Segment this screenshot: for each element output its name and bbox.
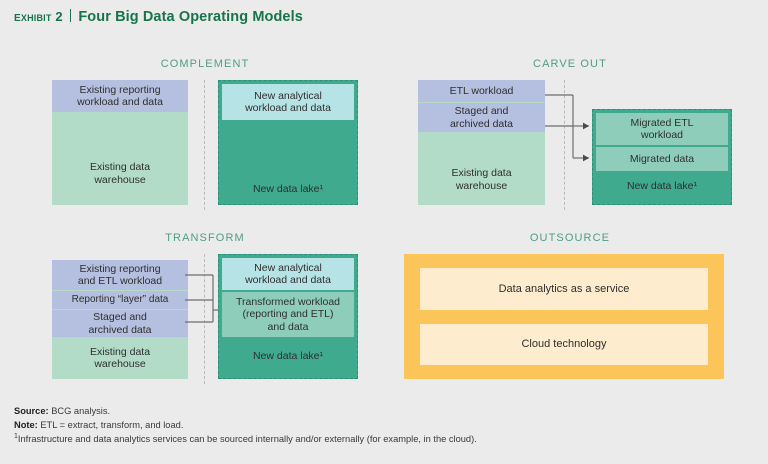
band-reporting-layer-data: Reporting “layer” data [52,290,188,309]
title-separator [69,9,72,22]
band-new-analytical-workload: New analytical workload and data [222,258,354,290]
band-staged-archived-data: Staged and archived data [418,102,545,132]
outsource-item-data-analytics-service[interactable]: Data analytics as a service [420,268,708,310]
band-migrated-etl-workload: Migrated ETL workload [596,113,728,145]
outsource-item-cloud-technology[interactable]: Cloud technology [420,323,708,365]
footnotes: Source: BCG analysis. Note: ETL = extrac… [14,404,477,446]
band-label: New analytical workload and data [245,261,331,286]
footnote-one-text: Infrastructure and data analytics servic… [17,434,477,445]
footnote-note: Note: ETL = extract, transform, and load… [14,418,477,432]
band-existing-data-warehouse: Existing data warehouse [418,132,545,205]
quadrant-carve-out: CARVE OUT ETL workload Staged and archiv… [400,58,740,210]
exhibit-label: Exhibit 2 [14,9,63,25]
band-label: ETL workload [449,84,514,97]
band-label: Existing reporting and ETL workload [77,262,163,287]
footnote-marker: 1 [14,433,18,441]
band-label: Migrated data [629,152,695,165]
exhibit-title-text: Four Big Data Operating Models [78,9,303,25]
band-label: Migrated ETL workload [630,116,694,141]
band-existing-reporting-etl-workload: Existing reporting and ETL workload [52,260,188,290]
band-transformed-workload: Transformed workload (reporting and ETL)… [222,292,354,337]
quadrant-heading-outsource: OUTSOURCE [529,232,611,244]
quadrant-divider [204,254,205,384]
quadrant-transform: TRANSFORM Existing reporting and ETL wor… [40,232,370,384]
band-etl-workload: ETL workload [418,80,545,102]
band-label: Existing data warehouse [451,167,512,192]
band-label: Reporting “layer” data [71,294,169,306]
band-staged-archived-data: Staged and archived data [52,309,188,337]
band-label: Existing reporting workload and data [77,83,163,108]
band-existing-reporting-workload: Existing reporting workload and data [52,80,188,112]
band-label: Existing data warehouse [89,161,151,186]
footnote-source: Source: BCG analysis. [14,404,477,418]
band-label: Transformed workload (reporting and ETL)… [235,295,341,333]
band-label: New data lake¹ [252,182,324,195]
transform-new-data-lake: New analytical workload and data Transfo… [218,254,358,379]
quadrant-divider [204,80,205,210]
band-migrated-data: Migrated data [596,147,728,171]
band-new-data-lake: New data lake¹ [222,120,354,201]
band-existing-data-warehouse: Existing data warehouse [52,337,188,379]
quadrant-heading-transform: TRANSFORM [165,232,245,244]
band-label: Staged and archived data [449,105,514,130]
quadrant-complement: COMPLEMENT Existing reporting workload a… [40,58,370,210]
band-label: New data lake¹ [626,179,698,192]
transform-existing-warehouse: Existing reporting and ETL workload Repo… [52,260,188,379]
quadrant-outsource: OUTSOURCE Data analytics as a service Cl… [400,232,740,382]
quadrant-heading-complement: COMPLEMENT [160,58,250,70]
outsource-item-label: Cloud technology [521,338,607,351]
band-label: New analytical workload and data [245,89,331,114]
band-label: Staged and archived data [88,311,152,336]
band-new-data-lake: New data lake¹ [596,171,728,201]
outsource-container: Data analytics as a service Cloud techno… [404,254,724,379]
complement-new-data-lake: New analytical workload and data New dat… [218,80,358,205]
quadrant-heading-carve-out: CARVE OUT [533,58,607,70]
band-label: New data lake¹ [252,349,324,362]
complement-existing-warehouse: Existing reporting workload and data Exi… [52,80,188,205]
footnote-source-label: Source: [14,406,49,416]
arrowhead-icon [583,122,589,130]
band-existing-data-warehouse: Existing data warehouse [52,112,188,205]
arrowhead-icon [583,154,589,162]
footnote-source-text: BCG analysis. [48,406,111,416]
carveout-new-data-lake: Migrated ETL workload Migrated data New … [592,109,732,205]
carveout-existing-warehouse: ETL workload Staged and archived data Ex… [418,80,545,205]
outsource-item-label: Data analytics as a service [498,282,630,295]
quadrant-divider [564,80,565,210]
band-new-analytical-workload: New analytical workload and data [222,84,354,120]
footnote-one: 1Infrastructure and data analytics servi… [14,432,477,446]
band-new-data-lake: New data lake¹ [222,337,354,375]
footnote-note-text: ETL = extract, transform, and load. [37,420,184,431]
page-title: Exhibit 2 Four Big Data Operating Models [14,8,303,25]
footnote-note-label: Note: [14,420,38,431]
band-label: Existing data warehouse [89,345,151,370]
